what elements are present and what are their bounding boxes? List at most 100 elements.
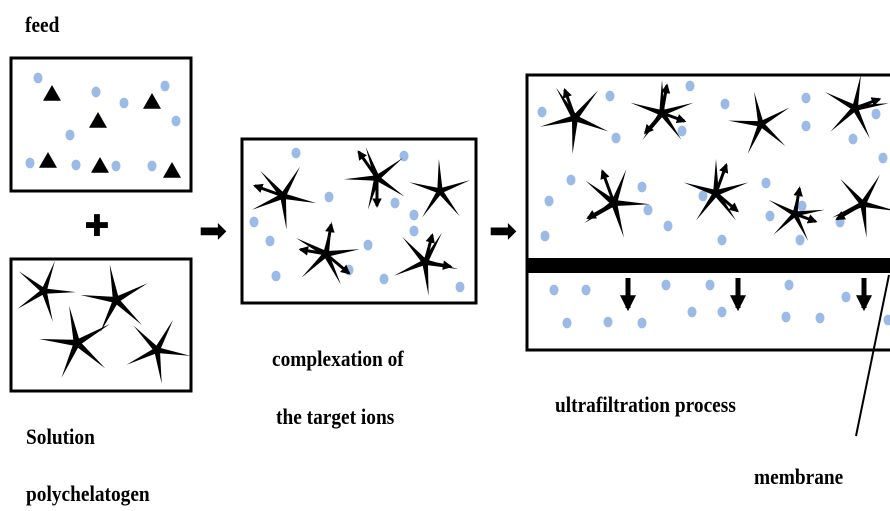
ion-dot xyxy=(878,152,888,164)
feed-label: feed xyxy=(25,12,60,37)
ion-dot xyxy=(761,177,771,189)
polymer-star xyxy=(251,166,317,230)
ion-dot xyxy=(677,125,687,137)
ion-dot xyxy=(399,150,409,162)
ion-dot xyxy=(544,195,554,207)
complex-arrow xyxy=(324,222,335,255)
ion-dot xyxy=(409,225,419,237)
ion-dot xyxy=(91,86,101,98)
ion-dot xyxy=(720,98,730,110)
complex-arrow xyxy=(586,201,615,220)
ion-dot xyxy=(883,314,890,326)
target-ion-triangle xyxy=(143,93,161,109)
ion-dot xyxy=(562,317,572,329)
complexation-label-line1: complexation of xyxy=(272,346,404,371)
target-ion-triangle xyxy=(43,85,61,101)
ion-dot xyxy=(111,160,121,172)
ion-dot xyxy=(566,174,576,186)
ion-dot xyxy=(717,306,727,318)
ion-dot xyxy=(540,230,550,242)
process-arrow-1-icon: ➡ xyxy=(199,211,228,251)
complex-arrow xyxy=(835,202,864,221)
polymer-star xyxy=(584,169,650,238)
ion-dot xyxy=(363,239,373,251)
permeate-content xyxy=(549,278,890,329)
complex-arrow xyxy=(424,260,453,270)
ion-dot xyxy=(603,316,613,328)
ion-dot xyxy=(605,90,615,102)
ion-dot xyxy=(661,279,671,291)
ion-dot xyxy=(637,317,647,329)
polymer-star xyxy=(296,220,360,285)
ion-dot xyxy=(801,120,811,132)
ion-dot xyxy=(637,181,647,193)
polymer-star xyxy=(728,91,790,155)
ion-dot xyxy=(537,106,547,118)
ion-dot xyxy=(549,284,559,296)
polymer-star xyxy=(540,87,609,154)
membrane-bar xyxy=(527,258,890,273)
complex-arrow xyxy=(423,233,435,263)
ion-dot xyxy=(409,209,419,221)
membrane-label: membrane xyxy=(754,464,844,489)
polymer-star xyxy=(393,232,459,296)
feed-content xyxy=(25,72,181,178)
ion-dot xyxy=(160,80,170,92)
ion-dot xyxy=(119,97,129,109)
ion-dot xyxy=(871,108,881,120)
retentate-content xyxy=(537,74,890,246)
complex-arrow xyxy=(661,111,687,124)
process-arrow-2-icon: ➡ xyxy=(489,211,518,251)
ion-dot xyxy=(25,157,35,169)
ion-dot xyxy=(611,132,621,144)
ultrafiltration-label: ultrafiltration process xyxy=(555,392,736,417)
target-ion-triangle xyxy=(39,152,57,168)
target-ion-triangle xyxy=(91,157,109,173)
ion-dot xyxy=(705,279,715,291)
complexation-content xyxy=(249,147,471,296)
membrane-pointer-line xyxy=(855,274,890,437)
ion-dot xyxy=(147,160,157,172)
ion-dot xyxy=(249,216,259,228)
ion-dot xyxy=(781,311,791,323)
polymer-star xyxy=(39,305,110,378)
polychelatogen-label: polychelatogen xyxy=(26,481,150,506)
polychelatogen-content xyxy=(17,260,191,384)
feed-box xyxy=(9,56,193,193)
complex-arrow xyxy=(714,163,729,194)
polymer-star xyxy=(409,159,471,218)
polymer-star xyxy=(126,320,191,384)
ion-dot xyxy=(685,80,695,92)
ion-dot xyxy=(848,133,858,145)
polymer-star xyxy=(344,147,405,210)
ion-dot xyxy=(795,234,805,246)
ion-dot xyxy=(698,190,708,202)
complex-arrow xyxy=(644,112,664,135)
ion-dot xyxy=(815,312,825,324)
ion-dot xyxy=(324,191,334,203)
complex-arrow xyxy=(357,150,379,179)
ion-dot xyxy=(765,210,775,222)
ultrafiltration-box xyxy=(525,73,890,352)
complex-arrow xyxy=(562,88,577,119)
ion-dot xyxy=(784,279,794,291)
target-ion-triangle xyxy=(163,162,181,178)
polymer-star xyxy=(17,260,76,322)
ion-dot xyxy=(379,273,389,285)
solution-label: Solution xyxy=(26,424,95,449)
ion-dot xyxy=(687,306,697,318)
ion-dot xyxy=(390,197,400,209)
polymer-star xyxy=(80,264,148,333)
ion-dot xyxy=(801,92,811,104)
ion-dot xyxy=(271,270,281,282)
complex-arrow xyxy=(793,186,803,215)
complex-arrow xyxy=(600,169,616,204)
plus-icon: ✚ xyxy=(84,209,109,244)
complex-arrow xyxy=(794,212,818,224)
ion-dot xyxy=(717,234,727,246)
target-ion-triangle xyxy=(89,112,107,128)
complexation-box xyxy=(240,137,478,305)
ion-dot xyxy=(265,235,275,247)
complex-arrow xyxy=(298,246,327,256)
